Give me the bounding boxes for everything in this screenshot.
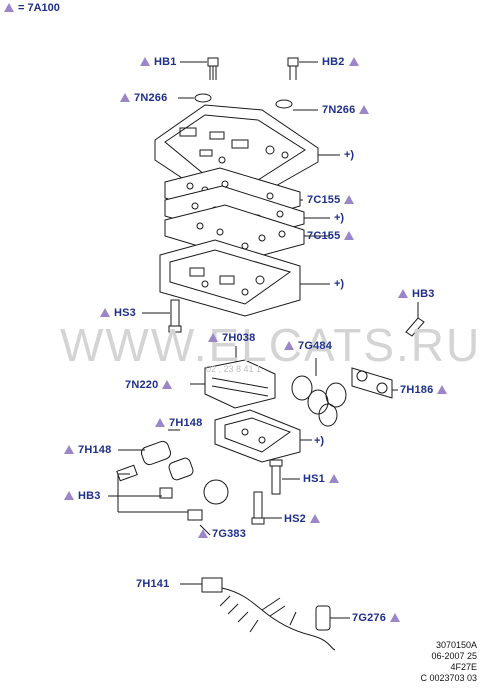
triangle-icon	[284, 341, 294, 350]
triangle-icon	[100, 308, 110, 317]
label-7g383[interactable]: 7G383	[198, 528, 246, 540]
triangle-icon	[162, 380, 173, 389]
plus-mark-4: +)	[314, 435, 325, 447]
label-7h038[interactable]: 7H038	[208, 332, 255, 344]
info-line-4: C 0023703 03	[420, 673, 477, 683]
label-hs1[interactable]: HS1	[303, 473, 339, 485]
label-7g276[interactable]: 7G276	[352, 612, 401, 624]
label-hs2[interactable]: HS2	[284, 513, 320, 525]
triangle-icon	[140, 57, 150, 66]
bolt-hb2	[287, 57, 299, 80]
triangle-icon	[310, 514, 320, 523]
bolt-hb3-right	[405, 302, 425, 337]
triangle-icon	[208, 333, 218, 342]
label-7n220[interactable]: 7N220	[125, 379, 173, 391]
info-line-1: 3070150A	[435, 640, 477, 650]
plus-mark-3: +)	[334, 278, 345, 290]
label-hb1[interactable]: HB1	[140, 56, 177, 68]
label-7h148-top[interactable]: 7H148	[155, 417, 202, 429]
solenoid-7h148-left	[116, 440, 172, 482]
triangle-icon	[155, 418, 165, 427]
plus-mark-2: +)	[334, 212, 345, 224]
bolt-hs2	[251, 491, 282, 525]
triangle-icon	[120, 93, 130, 102]
solenoid-7g484	[291, 358, 347, 427]
wiring-harness	[180, 577, 336, 651]
lower-valve-body	[159, 239, 330, 317]
plus-mark-1: +)	[344, 149, 355, 161]
label-7h186[interactable]: 7H186	[400, 384, 448, 396]
gasket-7n266-left	[194, 93, 212, 103]
triangle-icon	[344, 231, 355, 240]
watermark-small: 02 , 23 8 41 1	[206, 364, 262, 374]
valve-stack-7n220	[190, 346, 276, 409]
drawing-info: 3070150A 06-2007 25 4F27E C 0023703 03	[420, 640, 477, 684]
label-7c155-a[interactable]: 7C155	[307, 194, 355, 206]
watermark: WWW.ELCATS.RU	[60, 319, 481, 371]
solenoid-body-7h148	[168, 409, 312, 463]
upper-valve-body	[154, 104, 340, 197]
label-hb3-right[interactable]: HB3	[398, 288, 435, 300]
triangle-icon	[398, 289, 408, 298]
solenoid-7g383	[187, 479, 229, 536]
triangle-icon	[344, 195, 355, 204]
label-7n266-left[interactable]: 7N266	[120, 92, 167, 104]
info-line-2: 06-2007 25	[431, 651, 477, 661]
label-7c155-b[interactable]: 7C155	[307, 230, 355, 242]
label-hb3-left[interactable]: HB3	[64, 490, 101, 502]
triangle-icon	[359, 105, 370, 114]
triangle-icon	[198, 529, 208, 538]
triangle-icon	[437, 385, 448, 394]
triangle-icon	[4, 3, 14, 12]
triangle-icon	[390, 613, 401, 622]
label-7h141[interactable]: 7H141	[136, 578, 170, 590]
solenoid-7h148-center	[159, 457, 194, 499]
triangle-icon	[64, 491, 74, 500]
triangle-icon	[64, 445, 74, 454]
header-label: = 7A100	[4, 2, 60, 14]
triangle-icon	[348, 57, 359, 66]
info-line-3: 4F27E	[450, 662, 477, 672]
label-hb2[interactable]: HB2	[322, 56, 359, 68]
bolt-hs3	[142, 299, 182, 333]
label-7h148-left[interactable]: 7H148	[64, 444, 111, 456]
bolt-hs1	[269, 459, 300, 495]
connector-7g276	[315, 605, 350, 631]
bracket-7h186	[351, 367, 398, 399]
gasket-7n266-right	[275, 99, 293, 109]
label-hs3[interactable]: HS3	[100, 307, 136, 319]
label-7n266-right[interactable]: 7N266	[322, 104, 370, 116]
label-7g484[interactable]: 7G484	[284, 340, 332, 352]
bolt-hb1	[207, 57, 219, 80]
triangle-icon	[329, 474, 339, 483]
